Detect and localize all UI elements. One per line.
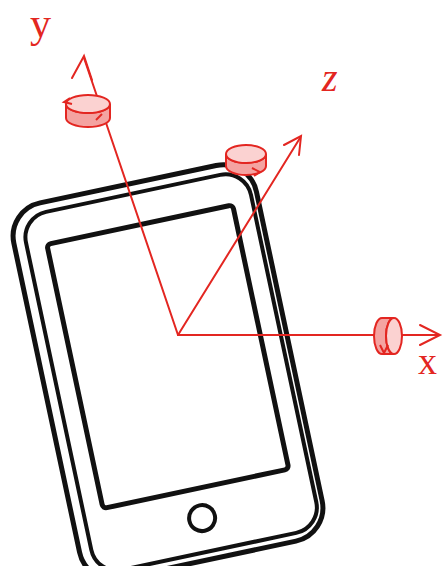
rotation-icons xyxy=(64,95,402,354)
home-button xyxy=(187,503,218,534)
y-rotation-icon xyxy=(64,95,110,127)
axis-label: z xyxy=(322,58,338,98)
axis-label: y xyxy=(30,2,51,44)
axes xyxy=(72,56,440,345)
z-arrowhead xyxy=(284,136,301,155)
phone-outer-shell xyxy=(7,158,329,566)
z-rotation-icon xyxy=(226,145,266,176)
phone-body xyxy=(7,158,329,566)
phone-inner-shell xyxy=(21,169,322,566)
z-axis xyxy=(178,138,300,335)
phone-screen xyxy=(47,205,289,509)
axis-label: x xyxy=(418,342,437,380)
x-rotation-icon xyxy=(374,318,402,354)
y-arrowhead xyxy=(72,56,92,80)
